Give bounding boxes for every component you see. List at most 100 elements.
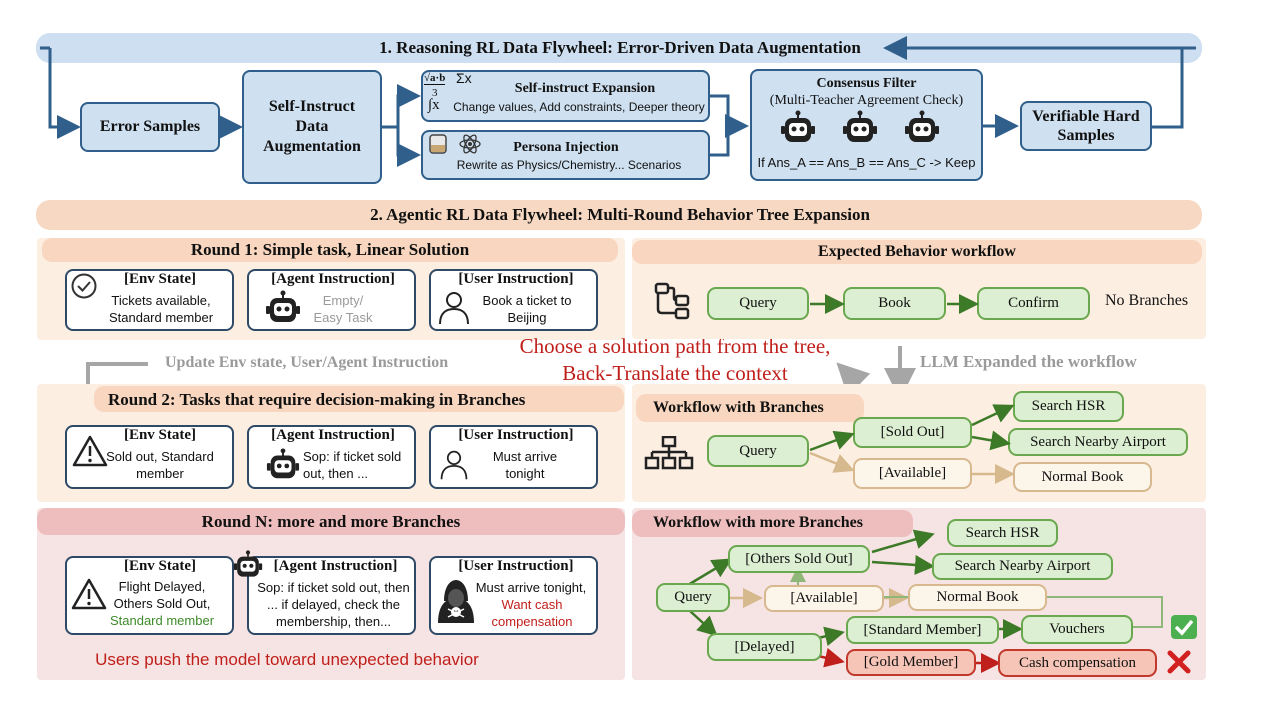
expected-title: Expected Behavior workflow — [818, 243, 1016, 260]
more-vouchers-node: Vouchers — [1021, 615, 1133, 644]
robot-icon — [233, 550, 263, 577]
round1-agent-text: Empty/ Easy Task — [313, 293, 373, 325]
more-delayed-node: [Delayed] — [707, 633, 822, 661]
expected-arrows — [810, 294, 979, 314]
math-sqrt-glyph: √a·b — [424, 72, 446, 85]
round2-user-text: Must arrive tonight — [492, 449, 558, 481]
expansion-box — [421, 70, 710, 122]
persona-title: Persona Injection — [513, 140, 619, 155]
hierarchy-icon — [644, 436, 694, 470]
beaker-icon — [429, 134, 447, 154]
more-title: Workflow with more Branches — [653, 514, 863, 531]
round1-header-bg — [42, 238, 618, 262]
verifiable-label: Verifiable Hard Samples — [1032, 108, 1140, 144]
expected-confirm-node: Confirm — [977, 287, 1090, 320]
llm-expanded-label: LLM Expanded the workflow — [920, 352, 1137, 371]
branches-airport-node: Search Nearby Airport — [1008, 428, 1188, 456]
round2-user-heading: [User Instruction] — [458, 427, 574, 443]
person-icon — [440, 450, 468, 480]
round2-agent-text: Sop: if ticket sold out, then ... — [303, 449, 402, 481]
error-samples-label: Error Samples — [99, 118, 201, 135]
section2-title: 2. Agentic RL Data Flywheel: Multi-Round… — [370, 205, 870, 224]
roundN-title: Round N: more and more Branches — [201, 512, 461, 531]
persona-subtitle: Rewrite as Physics/Chemistry... Scenario… — [456, 158, 682, 172]
choose-label-line2: Back-Translate the context — [562, 361, 788, 385]
more-airport-node: Search Nearby Airport — [932, 553, 1113, 580]
roundN-header-bg — [37, 508, 625, 535]
self-instruct-label: Self-Instruct Data Augmentation — [263, 98, 361, 155]
atom-icon — [459, 134, 481, 154]
branches-query-node: Query — [707, 435, 809, 467]
consensus-rule: If Ans_A == Ans_B == Ans_C -> Keep — [757, 155, 976, 170]
expected-header-bg — [632, 240, 1202, 264]
expected-no-branches: No Branches — [1105, 292, 1189, 309]
robot-icon — [266, 290, 300, 322]
branches-normal-book-node: Normal Book — [1013, 462, 1152, 492]
branches-hsr-node: Search HSR — [1013, 391, 1124, 422]
math-exponent-glyph: 3 — [432, 87, 438, 99]
round1-user-text: Book a ticket to Beijing — [482, 293, 572, 325]
round1-user-heading: [User Instruction] — [458, 271, 574, 287]
more-header-bg — [632, 510, 913, 537]
roundN-agent-heading: [Agent Instruction] — [273, 558, 398, 574]
check-circle-icon — [71, 273, 97, 299]
branches-soldout-node: [Sold Out] — [853, 417, 972, 448]
more-available-node: [Available] — [764, 585, 884, 612]
more-normal-book-node: Normal Book — [908, 584, 1047, 611]
roundN-user-text1: Must arrive tonight, — [475, 580, 587, 595]
roundN-env-card — [65, 556, 234, 635]
roundN-agent-card — [247, 556, 416, 635]
more-standard-member-node: [Standard Member] — [846, 616, 999, 644]
error-samples-box: Error Samples — [80, 102, 220, 152]
section1-title: 1. Reasoning RL Data Flywheel: Error-Dri… — [379, 38, 861, 57]
more-cash-node: Cash compensation — [998, 649, 1157, 677]
workflow-icon — [654, 282, 690, 320]
section2-banner — [36, 200, 1202, 230]
verifiable-box: Verifiable Hard Samples — [1020, 101, 1152, 151]
self-instruct-box: Self-Instruct Data Augmentation — [242, 70, 382, 184]
round1-env-heading: [Env State] — [123, 271, 197, 287]
warning-icon — [71, 578, 107, 610]
person-icon — [439, 292, 469, 325]
consensus-subtitle: (Multi-Teacher Agreement Check) — [769, 93, 964, 108]
roundN-agent-text: Sop: if ticket sold out, then ... if del… — [257, 580, 410, 629]
teacher-robot-icons — [781, 110, 940, 143]
roundN-user-text2: Want cash compensation — [491, 597, 573, 629]
consensus-title: Consensus Filter — [816, 76, 917, 91]
expansion-subtitle: Change values, Add constraints, Deeper t… — [453, 100, 705, 114]
roundN-env-text3: Standard member — [109, 613, 215, 628]
expected-query-node: Query — [707, 287, 809, 320]
round2-agent-heading: [Agent Instruction] — [271, 427, 395, 443]
more-gold-member-node: [Gold Member] — [846, 649, 976, 676]
roundN-env-text2: Others Sold Out, — [113, 596, 211, 611]
round1-title: Round 1: Simple task, Linear Solution — [190, 240, 470, 259]
section1-arrows — [40, 36, 1196, 167]
roundN-env-heading: [Env State] — [123, 558, 197, 574]
robot-icon — [266, 448, 300, 479]
round1-env-text: Tickets available, Standard member — [108, 293, 214, 325]
warning-icon — [72, 435, 108, 467]
roundN-bottom-text: Users push the model toward unexpected b… — [95, 650, 479, 669]
math-integral-glyph: ∫x — [428, 97, 440, 113]
round1-user-card — [429, 269, 598, 331]
hacker-icon — [438, 580, 474, 623]
roundN-user-heading: [User Instruction] — [458, 558, 574, 574]
more-hsr-node: Search HSR — [947, 519, 1058, 547]
round1-agent-heading: [Agent Instruction] — [271, 271, 395, 287]
more-query-node: Query — [656, 583, 730, 612]
round2-user-card — [429, 425, 598, 489]
round2-env-text: Sold out, Standard member — [106, 449, 214, 481]
math-icon: √a·b Σx 3 ∫x — [424, 70, 484, 122]
round2-env-heading: [Env State] — [123, 427, 197, 443]
branches-arrows — [809, 404, 1015, 484]
branches-available-node: [Available] — [853, 458, 972, 489]
branches-title: Workflow with Branches — [653, 399, 824, 416]
branches-header-bg — [636, 394, 864, 422]
checkmark-icon — [1171, 615, 1197, 639]
round2-env-card — [65, 425, 234, 489]
round2-header-bg — [94, 386, 624, 412]
update-label: Update Env state, User/Agent Instruction — [165, 354, 449, 371]
math-sum-glyph: Σx — [456, 70, 472, 86]
roundN-env-text1: Flight Delayed, — [118, 579, 206, 594]
expansion-title: Self-instruct Expansion — [514, 81, 656, 96]
